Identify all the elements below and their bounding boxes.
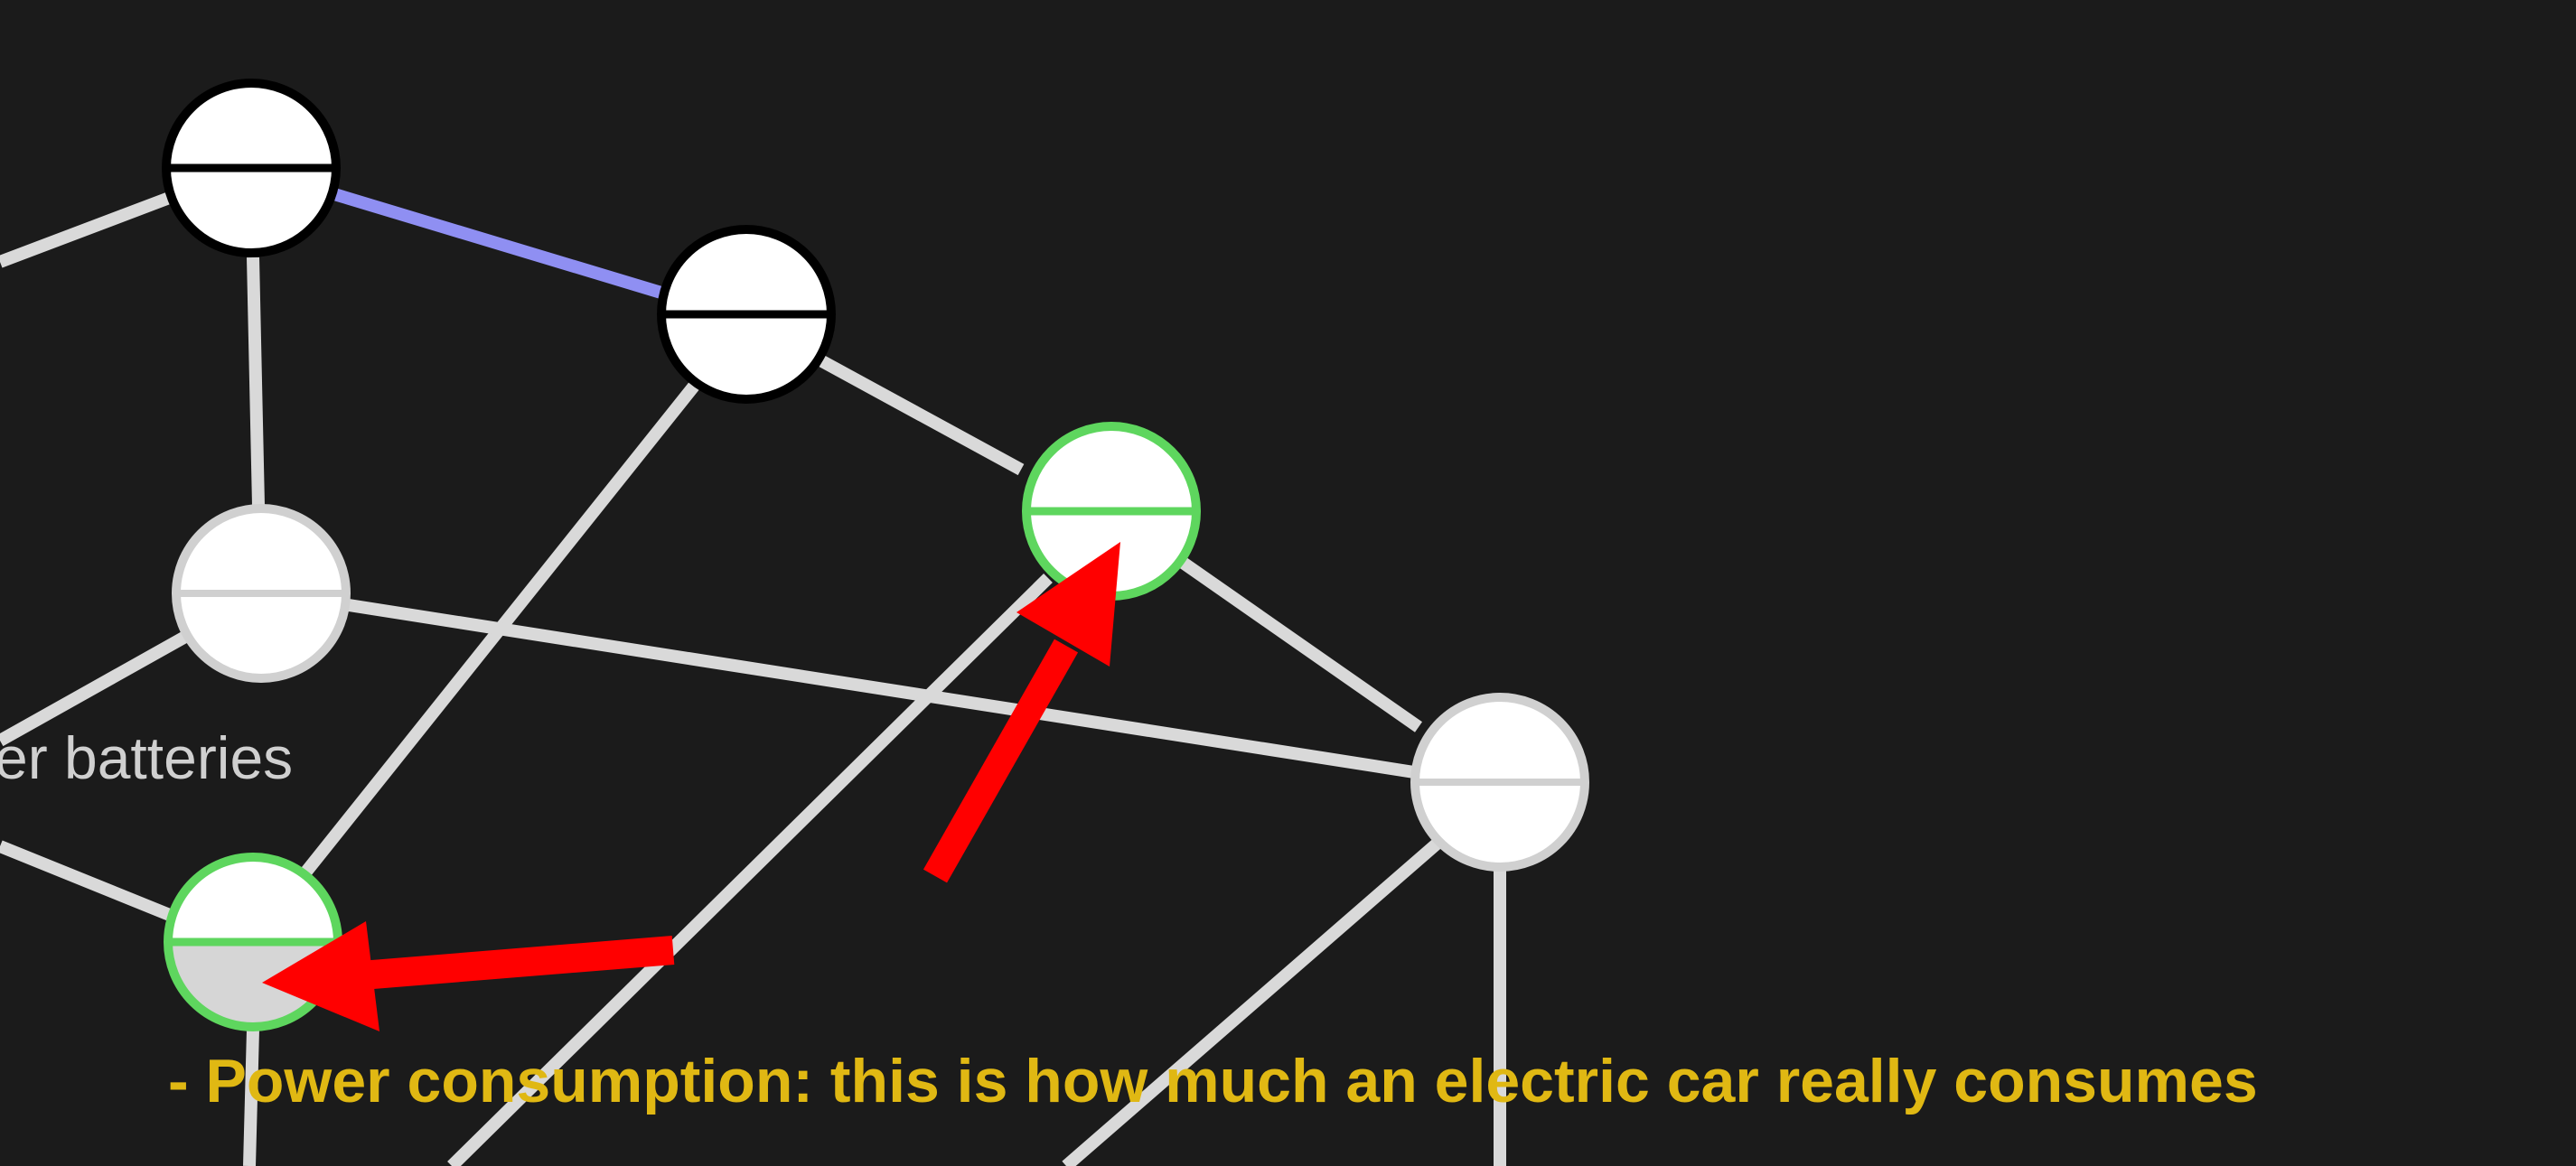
arrow-to-green-node: [923, 542, 1120, 883]
edge: [347, 599, 1416, 779]
power-consumption-caption: - Power consumption: this is how much an…: [168, 1047, 2258, 1115]
node-top-left[interactable]: [162, 79, 341, 257]
node-middle-left[interactable]: [172, 504, 351, 683]
arrow-to-bottom-left-node: [262, 921, 675, 1031]
node-bottom-left-green[interactable]: [163, 853, 343, 1032]
edge: [243, 1029, 259, 1166]
edge: [447, 574, 1053, 1166]
edge: [247, 257, 265, 507]
edge: [0, 840, 183, 926]
edge-highlighted: [332, 188, 667, 300]
node-label-batteries: er batteries: [0, 724, 293, 791]
node-right[interactable]: [1410, 693, 1589, 872]
edge: [1175, 555, 1423, 732]
edge: [0, 191, 174, 268]
edge: [1062, 835, 1446, 1166]
node-top-center[interactable]: [657, 225, 836, 404]
edge: [0, 630, 189, 747]
node-green-active[interactable]: [1022, 422, 1201, 601]
edges: [0, 188, 1506, 1166]
edge: [819, 355, 1025, 476]
